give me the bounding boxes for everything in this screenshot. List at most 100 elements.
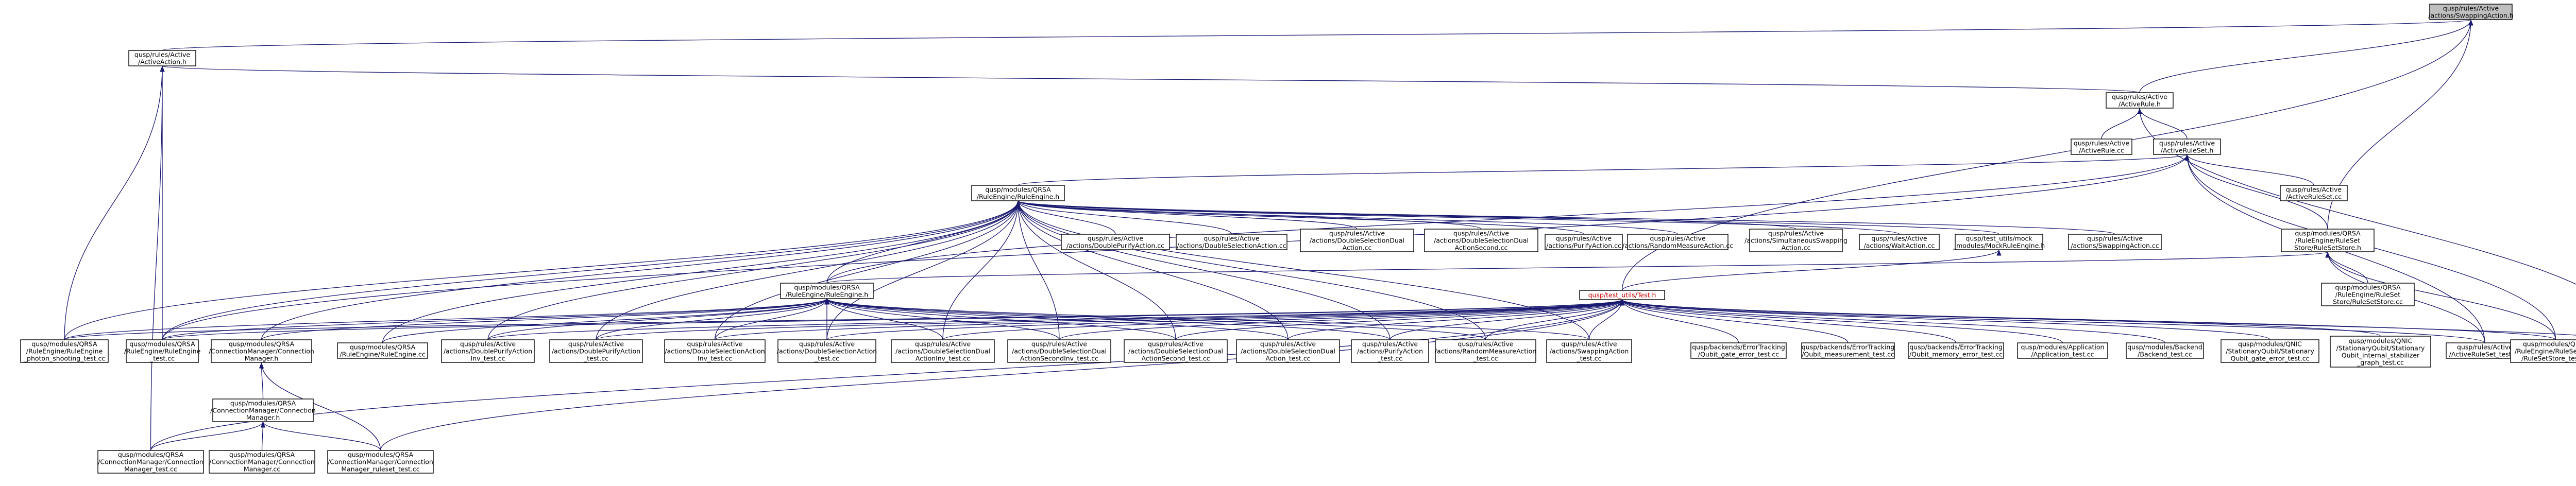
node-randmeas-cc[interactable]: qusp/rules/Active/actions/RandomMeasureA… bbox=[1622, 234, 1733, 250]
edge-dsdual2-test-to-ruleengine-h bbox=[1015, 200, 1176, 340]
edge-swap-cc-to-ruleengine-h bbox=[1016, 200, 2115, 235]
node-cm-cc[interactable]: qusp/modules/QRSA/ConnectionManager/Conn… bbox=[209, 450, 315, 474]
node-purify-test[interactable]: qusp/rules/Active/actions/PurifyAction_t… bbox=[1351, 339, 1429, 363]
node-label-line: /actions/DoubleSelectionAction.cc bbox=[1177, 242, 1286, 250]
node-label-line: qusp/modules/QNIC bbox=[2238, 340, 2302, 348]
node-dsdual2-inv-test[interactable]: qusp/rules/Active/actions/DoubleSelectio… bbox=[1007, 339, 1111, 363]
node-label-line: qusp/modules/QNIC bbox=[2349, 337, 2413, 345]
node-dsdual-cc[interactable]: qusp/rules/Active/actions/DoubleSelectio… bbox=[1300, 229, 1414, 252]
node-dpa-test[interactable]: qusp/rules/Active/actions/DoublePurifyAc… bbox=[549, 339, 643, 363]
node-label-line: /actions/SimultaneousSwapping bbox=[1744, 237, 1848, 245]
node-label-line: _test.cc bbox=[1577, 355, 1602, 362]
node-mockre-h[interactable]: qusp/test_utils/mock_modules/MockRuleEng… bbox=[1953, 234, 2045, 250]
node-label-line: qusp/rules/Active bbox=[2457, 343, 2513, 351]
edge-cm-rulesel-test-to-testutils-h bbox=[380, 299, 1624, 451]
node-box bbox=[337, 342, 428, 359]
node-cm-h2[interactable]: qusp/modules/QRSA/ConnectionManager/Conn… bbox=[210, 398, 316, 422]
node-activeaction-h[interactable]: qusp/rules/Active/ActiveAction.h bbox=[128, 50, 196, 66]
node-label-line: qusp/modules/QRSA bbox=[129, 340, 195, 348]
node-box bbox=[20, 339, 109, 363]
node-box bbox=[209, 450, 315, 474]
node-dsdual2-cc[interactable]: qusp/rules/Active/actions/DoubleSelectio… bbox=[1424, 229, 1538, 252]
node-label-line: Action.cc bbox=[1343, 244, 1372, 252]
node-testutils-h[interactable]: qusp/test_utils/Test.h bbox=[1579, 290, 1665, 300]
node-label-line: Inv_test.cc bbox=[471, 355, 505, 362]
node-label-line: qusp/backends/ErrorTracking bbox=[1909, 343, 2003, 351]
node-dsdual-test[interactable]: qusp/rules/Active/actions/DoubleSelectio… bbox=[1236, 339, 1340, 363]
node-label-line: qusp/test_utils/mock bbox=[1965, 235, 2032, 242]
node-label-line: qusp/rules/Active bbox=[2087, 235, 2143, 242]
node-app-test[interactable]: qusp/modules/Application/Application_tes… bbox=[2017, 342, 2108, 359]
node-swap-test[interactable]: qusp/rules/Active/actions/SwappingAction… bbox=[1546, 339, 1632, 363]
node-cm-test[interactable]: qusp/modules/QRSA/ConnectionManager/Conn… bbox=[97, 450, 204, 474]
node-root[interactable]: qusp/rules/Active/actions/SwappingAction… bbox=[2428, 4, 2514, 20]
node-randmeas-test[interactable]: qusp/rules/Active/actions/RandomMeasureA… bbox=[1435, 339, 1536, 363]
node-label-line: /ActiveRuleSet.h bbox=[2161, 147, 2214, 154]
edge-app-test-to-testutils-h bbox=[1620, 299, 2063, 343]
edge-photon-test-to-ruleengine-h2 bbox=[64, 298, 829, 340]
node-purifyaction-cc1[interactable]: qusp/rules/Active/actions/DoublePurifyAc… bbox=[1061, 234, 1170, 250]
node-mem-err-test[interactable]: qusp/backends/ErrorTracking/Qubit_memory… bbox=[1908, 342, 2004, 359]
node-qnic-gate-test[interactable]: qusp/modules/QNIC/StationaryQubit/Statio… bbox=[2221, 339, 2319, 363]
node-swap-cc[interactable]: qusp/rules/Active/actions/SwappingAction… bbox=[2068, 234, 2162, 250]
node-label-line: /RuleEngine/RuleEngine.cc bbox=[340, 351, 425, 358]
node-purify-cc[interactable]: qusp/rules/Active/actions/PurifyAction.c… bbox=[1545, 234, 1623, 250]
node-label-line: /actions/SwappingAction bbox=[1550, 348, 1629, 355]
edge-dsa-cc-to-ruleengine-h bbox=[1015, 200, 1232, 235]
node-rss-test[interactable]: qusp/modules/QRSA/RuleEngine/RuleSetStor… bbox=[2510, 339, 2576, 363]
node-label-line: qusp/rules/Active bbox=[460, 340, 516, 348]
node-box bbox=[2126, 342, 2204, 359]
node-box bbox=[1545, 234, 1623, 250]
node-box bbox=[441, 339, 535, 363]
node-label-line: /actions/DoubleSelectionDual bbox=[1128, 348, 1223, 355]
node-photon-test[interactable]: qusp/modules/QRSA/RuleEngine/RuleEngine_… bbox=[20, 339, 109, 363]
node-dsa-cc[interactable]: qusp/rules/Active/actions/DoubleSelectio… bbox=[1176, 234, 1287, 250]
edge-mem-err-test-to-testutils-h bbox=[1620, 299, 1957, 343]
node-ruleengine-h2[interactable]: qusp/modules/QRSA/RuleEngine/RuleEngine.… bbox=[780, 283, 874, 299]
edge-dsa-inv-test-to-ruleengine-h2 bbox=[714, 298, 829, 340]
edge-purifyaction-cc1-to-ruleengine-h bbox=[1015, 200, 1116, 235]
node-label-line: qusp/rules/Active bbox=[1031, 340, 1087, 348]
node-ruleengine-h[interactable]: qusp/modules/QRSA/RuleEngine/RuleEngine.… bbox=[971, 185, 1065, 201]
node-box bbox=[1801, 342, 1895, 359]
node-label-line: Manager_ruleset_test.cc bbox=[341, 465, 419, 473]
node-rulesetstore-cc[interactable]: qusp/modules/QRSA/RuleEngine/RuleSetStor… bbox=[2321, 283, 2415, 306]
edge-dsdual-cc-to-ruleengine-h bbox=[1015, 200, 1358, 230]
node-re-cc[interactable]: qusp/modules/QRSA/RuleEngine/RuleEngine.… bbox=[337, 342, 428, 359]
node-label-line: qusp/rules/Active bbox=[915, 340, 971, 348]
node-rulesetstore-h[interactable]: qusp/modules/QRSA/RuleEngine/RuleSetStor… bbox=[2281, 229, 2375, 252]
node-label-line: /actions/DoublePurifyAction bbox=[444, 348, 532, 355]
edge-wait-cc-to-ruleengine-h bbox=[1016, 200, 1900, 235]
node-box bbox=[971, 185, 1065, 201]
edge-cm-test-to-testutils-h bbox=[150, 299, 1624, 451]
node-activeruleset-cc[interactable]: qusp/rules/Active/ActiveRuleSet.cc bbox=[2280, 185, 2348, 201]
node-label-line: /Backend_test.cc bbox=[2138, 351, 2192, 358]
node-dsa-inv-test[interactable]: qusp/rules/Active/actions/DoubleSelectio… bbox=[664, 339, 766, 363]
node-label-line: /RuleEngine/RuleEngine bbox=[124, 348, 201, 355]
node-meas-test[interactable]: qusp/backends/ErrorTracking/Qubit_measur… bbox=[1801, 342, 1895, 359]
node-dsdual2-test[interactable]: qusp/rules/Active/actions/DoubleSelectio… bbox=[1124, 339, 1228, 363]
node-activerule-h[interactable]: qusp/rules/Active/ActiveRule.h bbox=[2106, 92, 2174, 109]
node-label-line: _modules/MockRuleEngine.h bbox=[1953, 242, 2045, 250]
node-dsdual-inv-test[interactable]: qusp/rules/Active/actions/DoubleSelectio… bbox=[891, 339, 995, 363]
node-gate-err-test[interactable]: qusp/backends/ErrorTracking/Qubit_gate_e… bbox=[1690, 342, 1787, 359]
node-cm-rulesel-test[interactable]: qusp/modules/QRSA/ConnectionManager/Conn… bbox=[327, 450, 434, 474]
dependency-edges bbox=[64, 19, 2576, 451]
edge-activerule-cc-to-activerule-h bbox=[2101, 108, 2142, 140]
node-re-test[interactable]: qusp/modules/QRSA/RuleEngine/RuleEngine_… bbox=[124, 339, 201, 363]
node-qnic-graph-test[interactable]: qusp/modules/QNIC/StationaryQubit/Statio… bbox=[2330, 336, 2431, 368]
node-simswap-cc[interactable]: qusp/rules/Active/actions/SimultaneousSw… bbox=[1744, 229, 1848, 252]
node-box bbox=[2153, 138, 2221, 155]
node-dpa-inv-test[interactable]: qusp/rules/Active/actions/DoublePurifyAc… bbox=[441, 339, 535, 363]
node-dsa-test[interactable]: qusp/rules/Active/actions/DoubleSelectio… bbox=[777, 339, 877, 363]
node-box bbox=[777, 339, 876, 363]
node-label-line: /actions/DoubleSelectionDual bbox=[1012, 348, 1107, 355]
node-backend-test[interactable]: qusp/modules/Backend/Backend_test.cc bbox=[2126, 342, 2204, 359]
node-cm-h[interactable]: qusp/modules/QRSA/ConnectionManager/Conn… bbox=[209, 339, 314, 363]
node-box bbox=[1061, 234, 1170, 250]
node-activerule-cc[interactable]: qusp/rules/Active/ActiveRule.cc bbox=[2071, 138, 2132, 155]
node-activeruleset-h[interactable]: qusp/rules/Active/ActiveRuleSet.h bbox=[2153, 138, 2221, 155]
node-label-line: _photon_shooting_test.cc bbox=[23, 355, 106, 362]
node-wait-cc[interactable]: qusp/rules/Active/actions/WaitAction.cc bbox=[1859, 234, 1940, 250]
node-label-line: /actions/DoubleSelectionDual bbox=[895, 348, 990, 355]
